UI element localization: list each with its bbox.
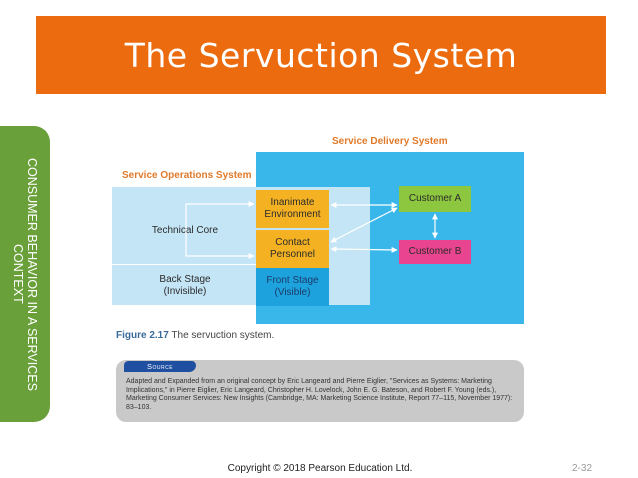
figure-number: Figure 2.17 — [116, 330, 169, 341]
back-stage-note: (Invisible) — [163, 286, 207, 297]
figure-caption-text: The servuction system. — [171, 330, 275, 341]
copyright-notice: Copyright © 2018 Pearson Education Ltd. — [227, 463, 413, 474]
contact-line1: Contact — [275, 237, 310, 248]
back-stage-title: Back Stage — [159, 274, 211, 285]
contact-personnel-box: Contact Personnel — [256, 230, 329, 268]
customer-a-box: Customer A — [399, 186, 471, 212]
title-bar: The Servuction System — [36, 16, 606, 94]
source-tab: Source — [124, 361, 196, 372]
service-delivery-label: Service Delivery System — [332, 136, 448, 147]
source-text: Adapted and Expanded from an original co… — [126, 378, 513, 411]
contact-customer-b-connector — [330, 246, 398, 253]
front-stage-note: (Visible) — [274, 287, 311, 298]
inanimate-environment-box: Inanimate Environment — [256, 190, 329, 228]
page-number: 2-32 — [572, 463, 593, 474]
customer-b-box: Customer B — [399, 240, 471, 264]
technical-core-label: Technical Core — [151, 225, 219, 236]
contact-line2: Personnel — [269, 249, 316, 260]
front-stage-box: Front Stage (Visible) — [256, 268, 329, 306]
front-stage-title: Front Stage — [266, 275, 319, 286]
operations-divider — [112, 264, 256, 265]
service-operations-label: Service Operations System — [122, 170, 252, 181]
sidebar-label: CONSUMER BEHAVIOR IN A SERVICES CONTEXT — [11, 157, 39, 391]
slide-title: The Servuction System — [124, 35, 518, 75]
figure-caption: Figure 2.17 The servuction system. — [116, 330, 274, 341]
back-stage-label: Back Stage (Invisible) — [130, 272, 240, 300]
inanimate-line1: Inanimate — [270, 197, 315, 208]
sidebar-label-wrap: CONSUMER BEHAVIOR IN A SERVICES CONTEXT — [0, 126, 50, 422]
sidebar-tab — [0, 126, 50, 422]
core-loop-connector — [185, 201, 255, 259]
contact-customer-a-connector — [330, 207, 398, 243]
inanimate-line2: Environment — [264, 209, 321, 220]
